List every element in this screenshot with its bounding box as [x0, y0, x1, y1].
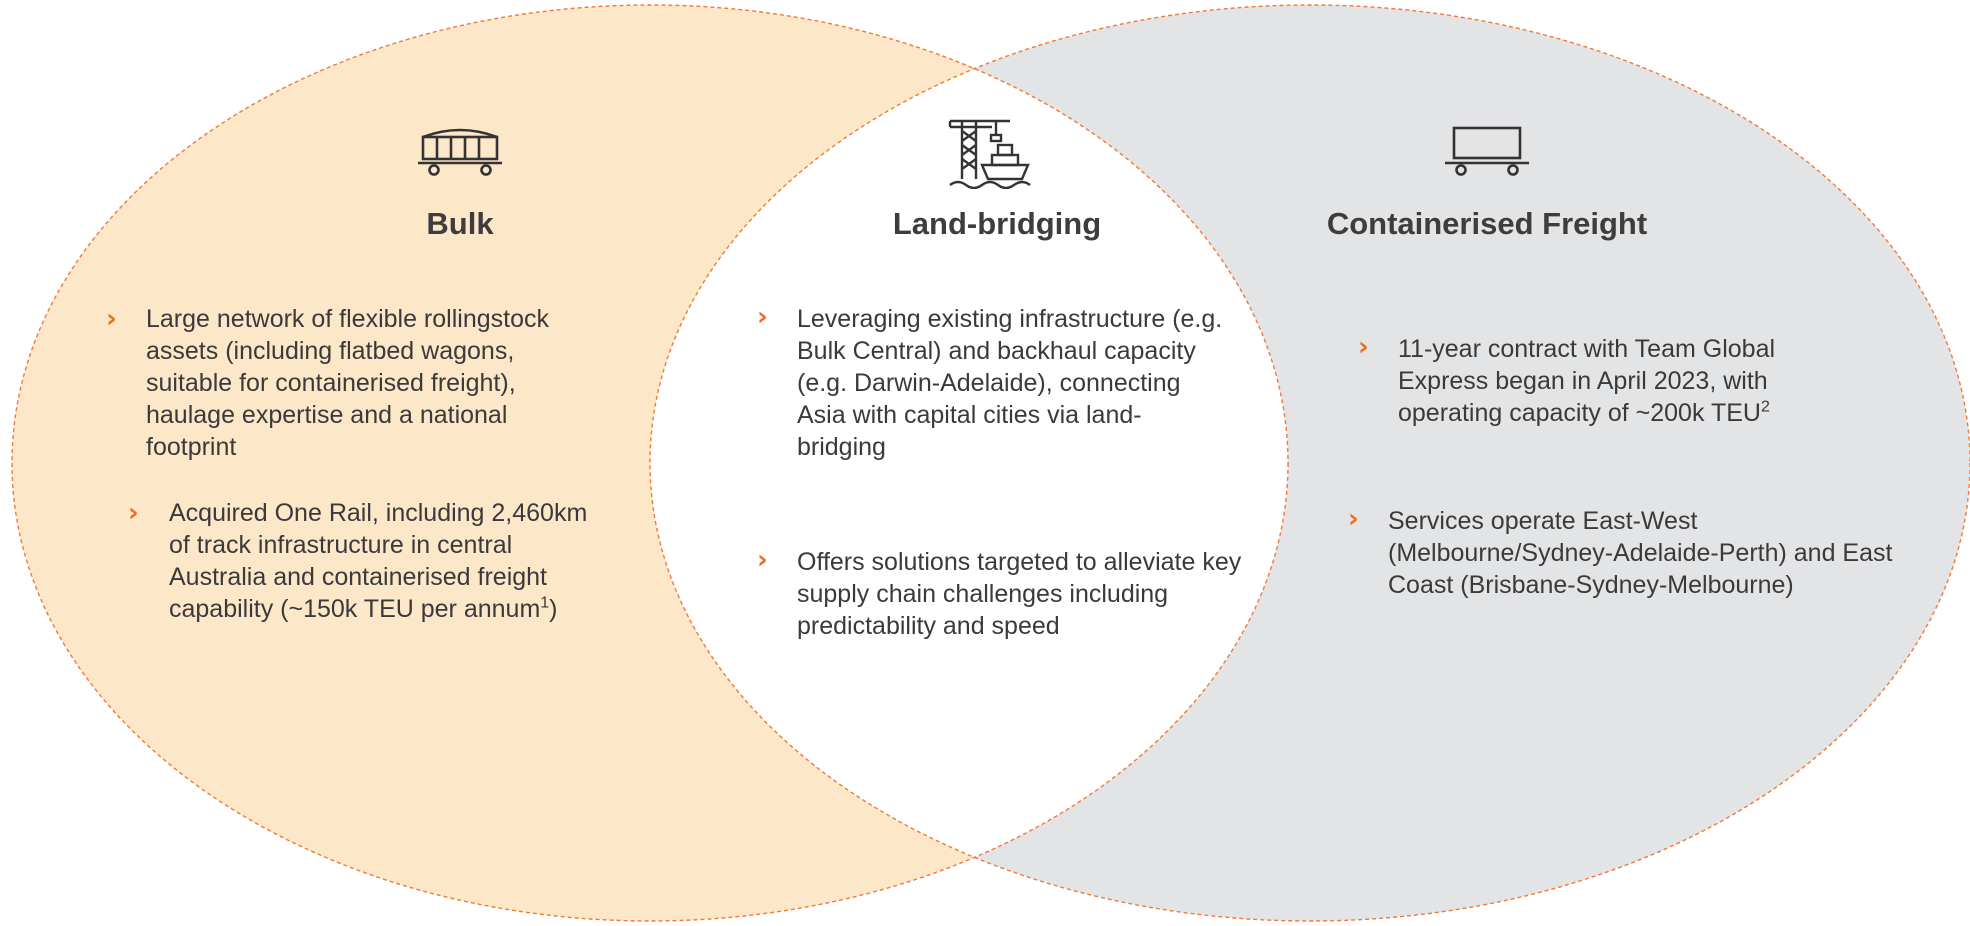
flatbed-container-wagon-icon	[1445, 126, 1529, 176]
bulk-circle-outline	[11, 4, 1289, 922]
land-bridging-bullet-1-text: Leveraging existing infrastructure (e.g.…	[797, 305, 1223, 461]
containerised-bullet-1-text: 11-year contract with Team Global Expres…	[1398, 335, 1776, 427]
containerised-bullet-1: › 11-year contract with Team Global Expr…	[1358, 332, 1818, 429]
bulk-title: Bulk	[426, 206, 494, 241]
containerised-circle-outline	[649, 4, 1970, 922]
land-bridging-title: Land-bridging	[892, 206, 1102, 241]
land-bridging-bullet-2-text: Offers solutions targeted to alleviate k…	[797, 548, 1242, 640]
bulk-bullet-1: › Large network of flexible rollingstock…	[106, 303, 586, 463]
containerised-freight-title: Containerised Freight	[1326, 206, 1648, 241]
bullet-chevron-icon: ›	[1348, 504, 1359, 534]
bullet-chevron-icon: ›	[757, 545, 768, 575]
footnote-1: 1	[540, 594, 550, 612]
bulk-bullet-1-text: Large network of flexible rollingstock a…	[146, 305, 549, 461]
bulk-bullet-2: › Acquired One Rail, including 2,460km o…	[128, 497, 598, 625]
footnote-2: 2	[1760, 398, 1770, 416]
bullet-chevron-icon: ›	[128, 498, 139, 528]
land-bridging-bullet-1: › Leveraging existing infrastructure (e.…	[757, 302, 1227, 463]
bullet-chevron-icon: ›	[1358, 332, 1369, 362]
containerised-bullet-2: › Services operate East-West (Melbourne/…	[1348, 504, 1928, 601]
bullet-chevron-icon: ›	[106, 304, 117, 334]
crane-and-ship-icon	[948, 119, 1031, 189]
containerised-bullet-2-text: Services operate East-West (Melbourne/Sy…	[1388, 507, 1893, 599]
rail-hopper-wagon-icon	[418, 128, 502, 176]
land-bridging-overlap	[650, 5, 1288, 921]
bullet-chevron-icon: ›	[757, 302, 768, 332]
bulk-bullet-2-text: Acquired One Rail, including 2,460km of …	[169, 499, 588, 623]
land-bridging-bullet-2: › Offers solutions targeted to alleviate…	[757, 545, 1247, 642]
